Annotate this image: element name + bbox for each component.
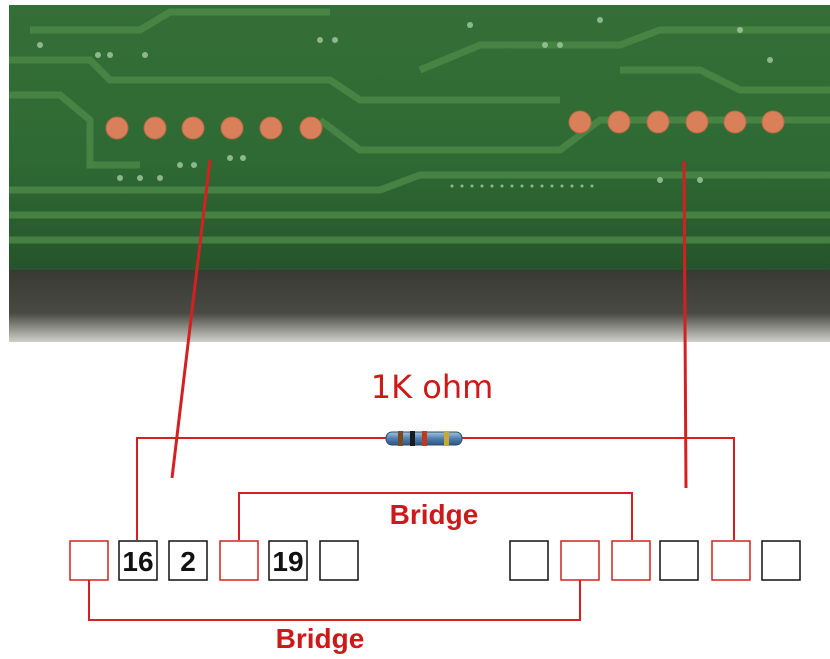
top-bridge-label: Bridge bbox=[390, 499, 479, 530]
pcb-traces bbox=[9, 8, 830, 244]
bottom-bridge-label: Bridge bbox=[276, 623, 365, 654]
left-pin-2 bbox=[118, 540, 158, 581]
right-pin-2 bbox=[560, 540, 600, 581]
pcb-vias bbox=[37, 17, 773, 183]
resistor-label: 1K ohm bbox=[371, 368, 494, 406]
pcb-edge bbox=[9, 270, 830, 342]
resistor-icon bbox=[385, 431, 463, 446]
resistor-wire bbox=[136, 437, 735, 540]
left-pin-5 bbox=[268, 540, 308, 581]
left-pin-2-label: 16 bbox=[122, 546, 153, 577]
left-solder-pads bbox=[105, 116, 323, 140]
pcb-photo bbox=[9, 5, 830, 342]
left-pin-4 bbox=[219, 540, 259, 581]
right-connector bbox=[509, 540, 801, 581]
right-pin-1 bbox=[509, 540, 549, 581]
pcb-dot-row bbox=[450, 184, 594, 188]
bottom-bridge-wire bbox=[88, 580, 581, 621]
left-connector: 16 2 19 bbox=[69, 540, 359, 581]
left-pin-1 bbox=[69, 540, 109, 581]
left-pin-6 bbox=[319, 540, 359, 581]
right-pin-5 bbox=[711, 540, 751, 581]
right-pointer-line bbox=[682, 161, 688, 489]
left-pin-5-label: 19 bbox=[272, 546, 303, 577]
right-pin-4 bbox=[659, 540, 699, 581]
right-solder-pads bbox=[568, 110, 785, 134]
left-pin-3-label: 2 bbox=[180, 546, 196, 577]
right-pin-6 bbox=[761, 540, 801, 581]
left-pointer-line bbox=[170, 159, 212, 479]
right-pin-3 bbox=[611, 540, 651, 581]
top-bridge-wire bbox=[238, 492, 633, 540]
left-pin-3 bbox=[168, 540, 208, 581]
